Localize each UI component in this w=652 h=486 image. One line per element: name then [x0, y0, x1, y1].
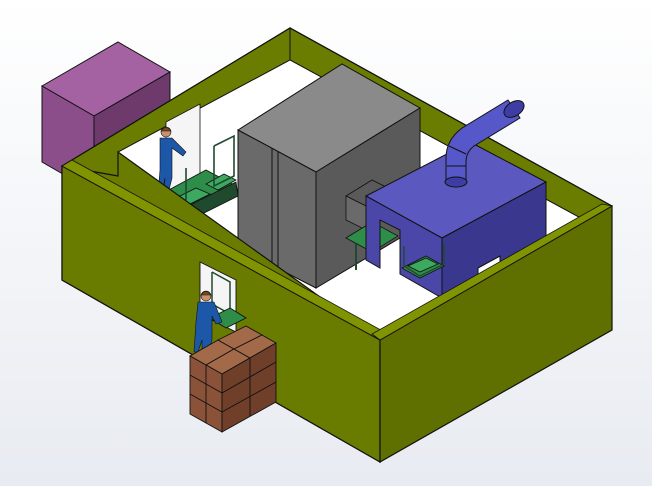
stack-side: [221, 342, 277, 433]
duct-band-2: [448, 145, 467, 155]
wall-top-edge: [61, 27, 613, 207]
box-pallet-stack: [189, 325, 277, 433]
booth-conveyor-tray: [407, 257, 439, 273]
booth-conveyor-rail: [403, 244, 445, 277]
stack-side-seam-h1: [221, 361, 277, 394]
exhaust-duct: [444, 99, 525, 188]
duct-pipe: [445, 99, 521, 181]
duct-end-cap: [503, 100, 525, 118]
worker-front-hair: [200, 291, 212, 296]
stack-side-seam-h2: [221, 381, 277, 413]
worker-back-hair: [160, 127, 172, 132]
conveyor-station-booth: [401, 244, 445, 279]
duct-base: [444, 176, 468, 188]
conveyor-left-frame-3: [213, 134, 235, 188]
front-wall-right-cap: [371, 203, 614, 341]
